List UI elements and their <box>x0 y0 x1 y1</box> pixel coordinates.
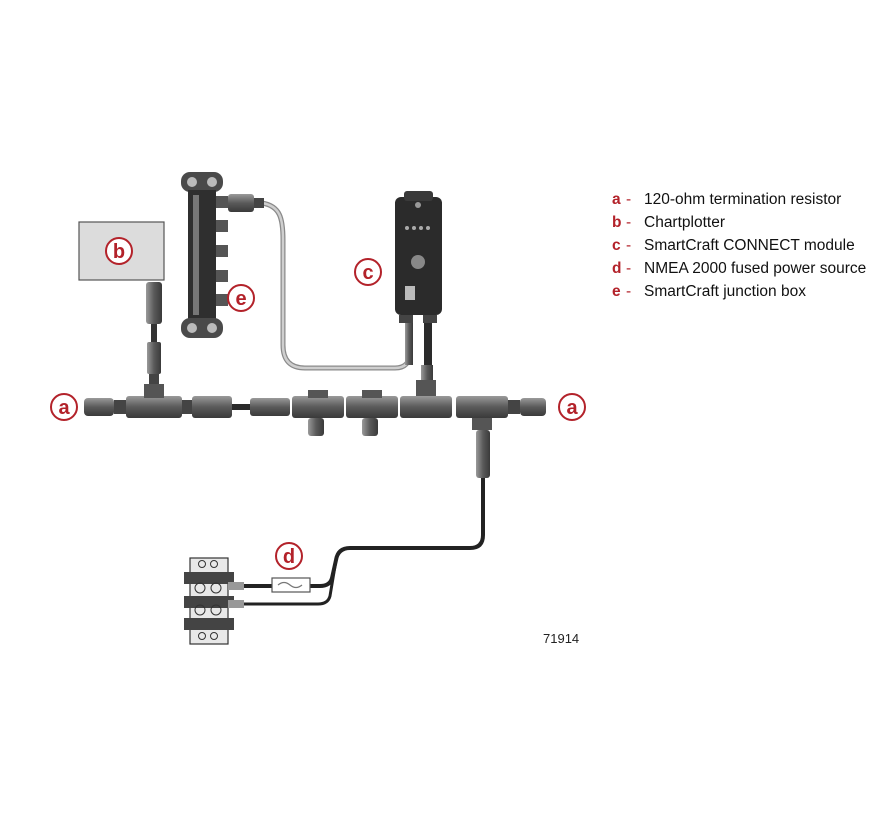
callout-label: b <box>113 241 125 263</box>
legend-text: SmartCraft junction box <box>644 283 806 300</box>
callout-d: d <box>275 542 303 570</box>
legend: a - 120-ohm termination resistor b - Cha… <box>612 191 888 306</box>
legend-dash: - <box>626 260 632 277</box>
legend-item: b - Chartplotter <box>612 214 888 237</box>
callout-c: c <box>354 258 382 286</box>
legend-dash: - <box>626 191 632 208</box>
terminal-block <box>184 557 244 645</box>
legend-text: Chartplotter <box>644 214 725 231</box>
junction-box <box>181 172 264 338</box>
legend-item: c - SmartCraft CONNECT module <box>612 237 888 260</box>
legend-text: NMEA 2000 fused power source <box>644 260 867 277</box>
legend-dash: - <box>626 214 632 231</box>
legend-dash: - <box>626 237 632 254</box>
legend-letter: c <box>612 237 621 254</box>
legend-text: 120-ohm termination resistor <box>644 191 842 208</box>
callout-a-right: a <box>558 393 586 421</box>
chartplotter-drop <box>146 282 162 386</box>
legend-letter: a <box>612 191 621 208</box>
backbone <box>84 380 546 436</box>
legend-letter: e <box>612 283 621 300</box>
power-drop <box>240 430 490 606</box>
figure-number: 71914 <box>543 631 580 646</box>
callout-e: e <box>227 284 255 312</box>
legend-letter: b <box>612 214 622 231</box>
legend-dash: - <box>626 283 632 300</box>
legend-letter: d <box>612 260 622 277</box>
legend-text: SmartCraft CONNECT module <box>644 237 855 254</box>
callout-b: b <box>105 237 133 265</box>
callout-label: a <box>566 397 578 419</box>
legend-item: e - SmartCraft junction box <box>612 283 888 306</box>
callout-a-left: a <box>50 393 78 421</box>
callout-label: d <box>283 546 295 568</box>
legend-item: d - NMEA 2000 fused power source <box>612 260 888 283</box>
legend-item: a - 120-ohm termination resistor <box>612 191 888 214</box>
connect-module <box>395 191 442 381</box>
callout-label: a <box>58 397 70 419</box>
callout-label: c <box>362 262 373 284</box>
callout-label: e <box>235 288 246 310</box>
